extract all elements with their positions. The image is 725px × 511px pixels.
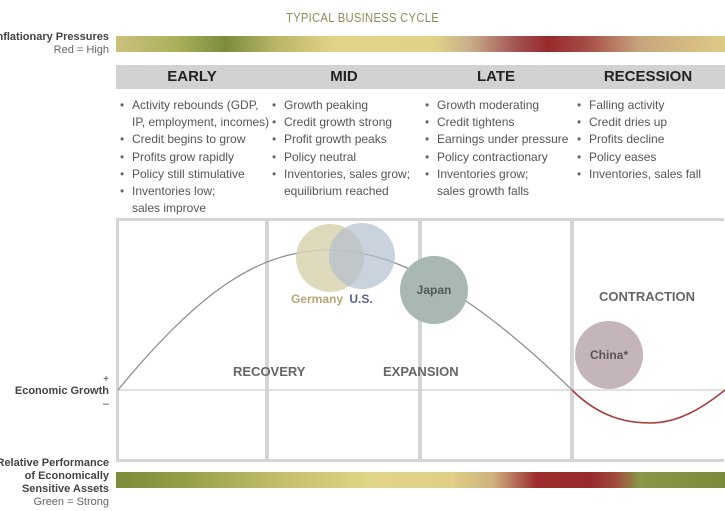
inflation-legend: Red = High	[53, 44, 109, 56]
bullet-item: Profits decline	[577, 131, 701, 148]
recovery-label: RECOVERY	[233, 364, 306, 379]
diagram-title: TYPICAL BUSINESS CYCLE	[285, 11, 440, 25]
inflation-label: Inflationary Pressures Red = High	[0, 31, 109, 57]
bullet-item: Credit dries up	[577, 114, 701, 131]
germany-label: Germany	[290, 292, 344, 306]
bullet-item: Credit begins to grow	[120, 131, 269, 148]
recession-bullets: Falling activityCredit dries upProfits d…	[577, 97, 701, 183]
bullet-item: Growth peaking	[272, 97, 410, 114]
bullet-item: Inventories grow;	[425, 166, 568, 183]
economic-growth-label: Economic Growth	[14, 385, 109, 397]
performance-gradient-bar	[116, 472, 725, 488]
inflation-title: Inflationary Pressures	[0, 31, 109, 43]
bullet-item: Credit tightens	[425, 114, 568, 131]
phase-late: LATE	[476, 68, 516, 85]
contraction-curve	[571, 389, 725, 424]
china-label: China*	[589, 348, 629, 362]
bullet-item: Policy eases	[577, 149, 701, 166]
bullet-item: Growth moderating	[425, 97, 568, 114]
phase-recession: RECESSION	[603, 68, 693, 85]
bullet-continuation: equilibrium reached	[284, 184, 389, 199]
bullet-item: Earnings under pressure	[425, 131, 568, 148]
japan-label: Japan	[416, 283, 452, 297]
phase-early: EARLY	[167, 68, 217, 85]
bullet-item: Inventories low;	[120, 183, 269, 200]
phase-header: EARLY MID LATE RECESSION	[116, 65, 725, 89]
bullet-continuation: sales improve	[132, 201, 207, 216]
bullet-item: Inventories, sales grow;	[272, 166, 410, 183]
bullet-item: Inventories, sales fall	[577, 166, 701, 183]
expansion-label: EXPANSION	[383, 364, 459, 379]
bullet-item: Activity rebounds (GDP,	[120, 97, 269, 114]
inflation-gradient-bar	[116, 36, 725, 52]
plus-sign: +	[103, 374, 109, 385]
bullet-continuation: sales growth falls	[437, 184, 530, 199]
bullet-item: Profit growth peaks	[272, 131, 410, 148]
us-label: U.S.	[349, 292, 373, 306]
contraction-label: CONTRACTION	[599, 289, 696, 304]
performance-line2: of Economically	[24, 470, 109, 482]
china-circle	[575, 321, 643, 389]
minus-sign: –	[102, 398, 109, 410]
bullet-continuation: IP, employment, incomes)	[132, 115, 270, 130]
bullet-item: Credit growth strong	[272, 114, 410, 131]
performance-line3: Sensitive Assets	[21, 483, 109, 495]
japan-circle	[400, 256, 468, 324]
bullet-item: Falling activity	[577, 97, 701, 114]
bullet-item: Profits grow rapidly	[120, 149, 269, 166]
early-bullets: Activity rebounds (GDP,IP, employment, i…	[120, 97, 269, 217]
performance-line1: Relative Performance	[0, 457, 109, 469]
bullet-item: Policy neutral	[272, 149, 410, 166]
late-bullets: Growth moderatingCredit tightensEarnings…	[425, 97, 568, 200]
bullet-item: Policy still stimulative	[120, 166, 269, 183]
bullet-item: Policy contractionary	[425, 149, 568, 166]
performance-legend: Green = Strong	[33, 496, 109, 508]
phase-mid: MID	[330, 68, 358, 85]
divider	[418, 218, 422, 459]
performance-label: Relative Performance of Economically Sen…	[0, 457, 109, 509]
us-circle	[329, 223, 395, 289]
divider	[265, 218, 269, 459]
divider	[570, 218, 574, 459]
mid-bullets: Growth peakingCredit growth strongProfit…	[272, 97, 410, 200]
